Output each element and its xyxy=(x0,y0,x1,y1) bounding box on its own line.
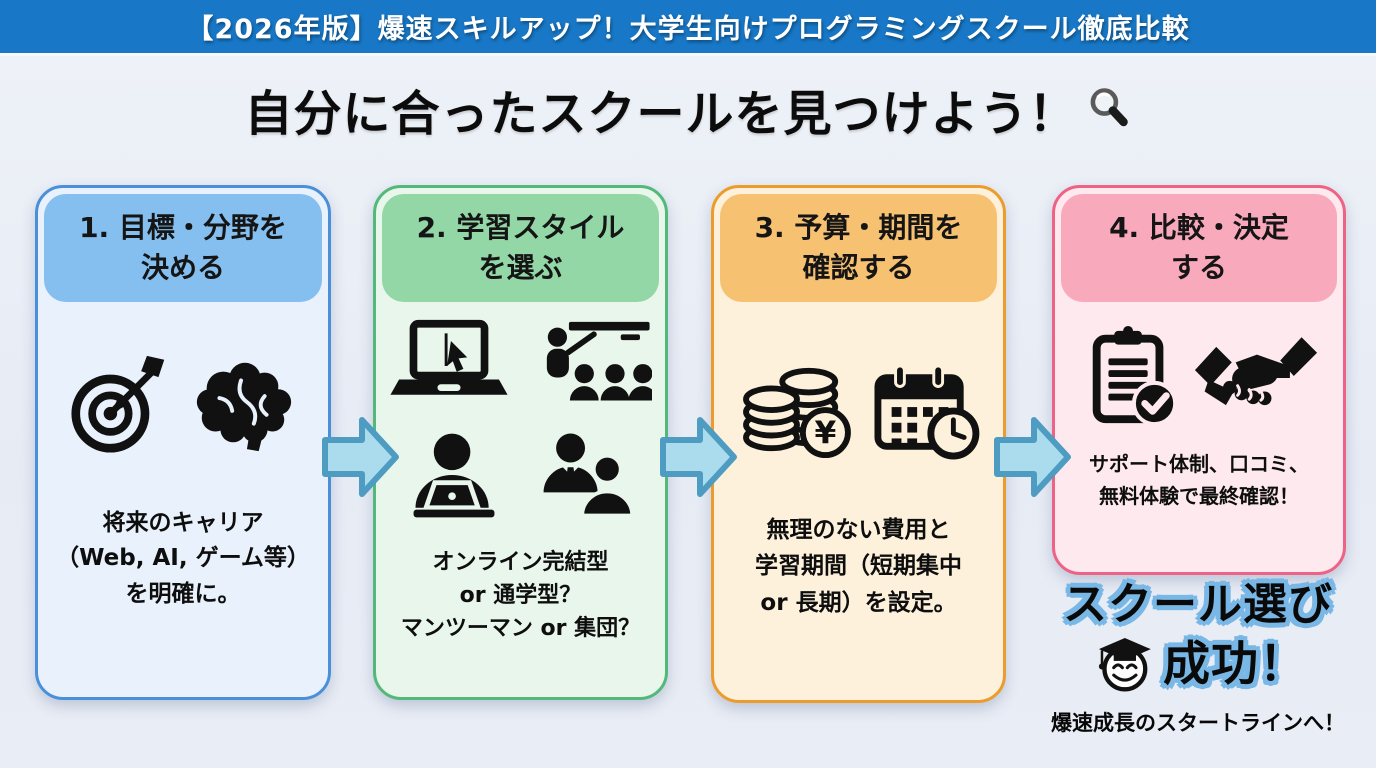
magnifier-icon xyxy=(1090,88,1128,127)
handshake-icon xyxy=(1194,336,1318,405)
brain-icon xyxy=(196,362,292,451)
step-card-goal: 1. 目標・分野を 決める xyxy=(35,185,331,700)
calendar-clock-icon xyxy=(873,363,979,460)
step-card-style-desc: オンライン完結型 or 通学型？ マンツーマン or 集団？ xyxy=(400,549,641,641)
person-laptop-icon xyxy=(413,433,494,517)
yen-symbol: ¥ xyxy=(814,415,836,451)
step-card-style-title: 2. 学習スタイル を選ぶ xyxy=(382,194,659,302)
coins-yen-icon: ¥ xyxy=(742,367,851,458)
target-icon xyxy=(71,355,165,453)
classroom-icon xyxy=(546,321,652,401)
success-line1: スクール選び xyxy=(1063,579,1333,630)
header-bar: 【2026年版】爆速スキルアップ！大学生向けプログラミングスクール徹底比較 xyxy=(0,0,1376,56)
flow-arrow-icon xyxy=(322,417,399,497)
header-title: 【2026年版】爆速スキルアップ！大学生向けプログラミングスクール徹底比較 xyxy=(186,14,1190,45)
page-title: 自分に合ったスクールを見つけよう！ xyxy=(0,74,1376,144)
page-title-text: 自分に合ったスクールを見つけよう！ xyxy=(244,86,1078,142)
step-card-goal-title: 1. 目標・分野を 決める xyxy=(44,194,322,302)
success-subtitle: 爆速成長のスタートラインへ！ xyxy=(1051,711,1345,736)
step-card-goal-desc: 将来のキャリア （Web, AI, ゲーム等） を明確に。 xyxy=(56,509,310,607)
graduate-icon xyxy=(1098,638,1151,692)
step-card-decide: 4. 比較・決定 する xyxy=(1052,185,1346,575)
laptop-cursor-icon xyxy=(389,319,508,395)
success-message: スクール選び 成功！ 爆速成長のスタートラインへ！ xyxy=(1036,579,1360,737)
step-card-budget: 3. 予算・期間を 確認する ¥ xyxy=(711,185,1006,703)
step-card-style: 2. 学習スタイル を選ぶ xyxy=(373,185,668,700)
step-card-budget-desc: 無理のない費用と 学習期間（短期集中 or 長期）を設定。 xyxy=(755,516,962,617)
step-card-budget-title: 3. 予算・期間を 確認する xyxy=(720,194,997,302)
flow-arrow-icon xyxy=(994,417,1071,497)
step-card-decide-desc: サポート体制、口コミ、 無料体験で最終確認！ xyxy=(1089,451,1309,508)
mentoring-icon xyxy=(543,433,634,517)
flow-arrow-icon xyxy=(660,417,737,497)
clipboard-check-icon xyxy=(1092,325,1178,426)
step-card-decide-title: 4. 比較・決定 する xyxy=(1061,194,1337,302)
success-line2: 成功！ xyxy=(1163,636,1307,692)
